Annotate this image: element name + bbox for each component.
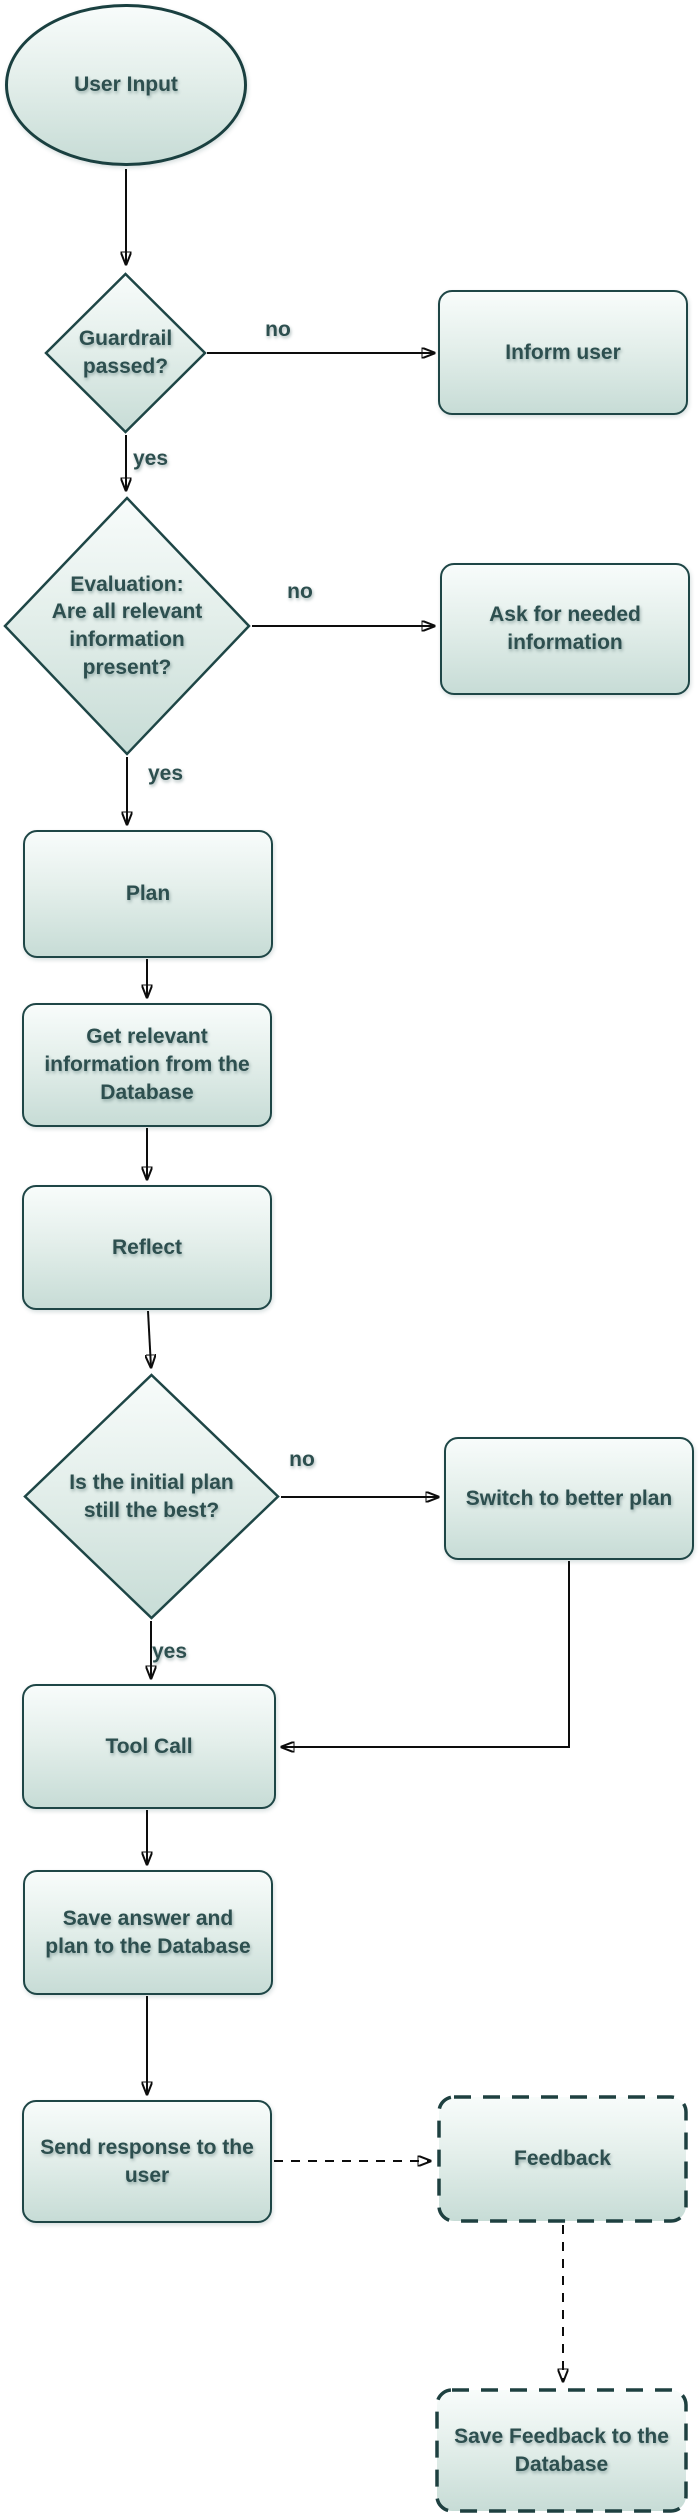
node-label: Save answer and — [62, 1906, 234, 1930]
node-label: passed? — [82, 355, 169, 378]
node-send-response: Send response to the user — [22, 2100, 272, 2223]
node-label: Reflect — [111, 1235, 183, 1259]
node-label: information — [69, 628, 185, 651]
node-label: Evaluation: — [70, 572, 184, 596]
node-label: Save Feedback to the — [454, 2424, 669, 2448]
node-label: still the best? — [83, 1498, 220, 1522]
diamond-shape — [23, 1373, 280, 1620]
node-label: present? — [82, 655, 172, 679]
node-label: Inform user — [505, 340, 621, 364]
node-label: information from the — [44, 1053, 250, 1077]
node-label: Plan — [125, 882, 171, 906]
edge-label-evaluation-yes: yes — [148, 762, 184, 785]
node-label: Is the initial plan — [69, 1470, 234, 1494]
node-inform-user: Inform user — [438, 290, 688, 415]
node-initial-plan-decision: Is the initial plan still the best? — [23, 1373, 280, 1620]
node-reflect: Reflect — [22, 1185, 272, 1310]
edge-label-initialplan-no: no — [289, 1448, 315, 1471]
node-guardrail-decision: Guardrail passed? — [44, 272, 207, 434]
node-label: Ask for needed — [489, 603, 641, 627]
edge-label-guardrail-yes: yes — [133, 447, 169, 470]
node-tool-call: Tool Call — [22, 1684, 276, 1809]
node-ask-information: Ask for needed information — [440, 563, 690, 695]
diamond-shape — [3, 496, 251, 756]
edge-label-guardrail-no: no — [265, 318, 291, 341]
dashed-rect-shape — [435, 2388, 688, 2513]
diamond-shape — [44, 272, 207, 434]
node-label: User Input — [74, 73, 178, 97]
node-label: information — [507, 631, 623, 654]
node-label: Tool Call — [105, 1734, 193, 1758]
node-save-answer: Save answer and plan to the Database — [23, 1870, 273, 1995]
node-label: Guardrail — [78, 327, 173, 351]
node-label: Database — [514, 2452, 609, 2476]
node-save-feedback: Save Feedback to the Database — [435, 2388, 688, 2513]
edge-switch-toolcall — [282, 1561, 570, 1747]
node-feedback: Feedback — [437, 2095, 688, 2223]
node-label: Database — [100, 1080, 194, 1104]
node-label: user — [124, 2163, 170, 2187]
node-plan: Plan — [23, 830, 273, 958]
dashed-rect-shape — [437, 2095, 688, 2223]
node-switch-plan: Switch to better plan — [444, 1437, 694, 1560]
node-get-information: Get relevant information from the Databa… — [22, 1003, 272, 1127]
edge-label-evaluation-no: no — [287, 580, 313, 603]
node-label: Feedback — [514, 2147, 611, 2171]
edge-label-initialplan-yes: yes — [152, 1640, 188, 1663]
node-label: Get relevant — [86, 1025, 208, 1049]
node-label: plan to the Database — [45, 1934, 251, 1958]
node-evaluation-decision: Evaluation: Are all relevant information… — [3, 496, 251, 756]
node-label: Are all relevant — [51, 600, 203, 624]
node-user-input: User Input — [5, 4, 247, 166]
edge-reflect-initialplan — [148, 1310, 151, 1367]
node-label: Send response to the — [40, 2135, 254, 2159]
node-label: Switch to better plan — [465, 1486, 673, 1510]
